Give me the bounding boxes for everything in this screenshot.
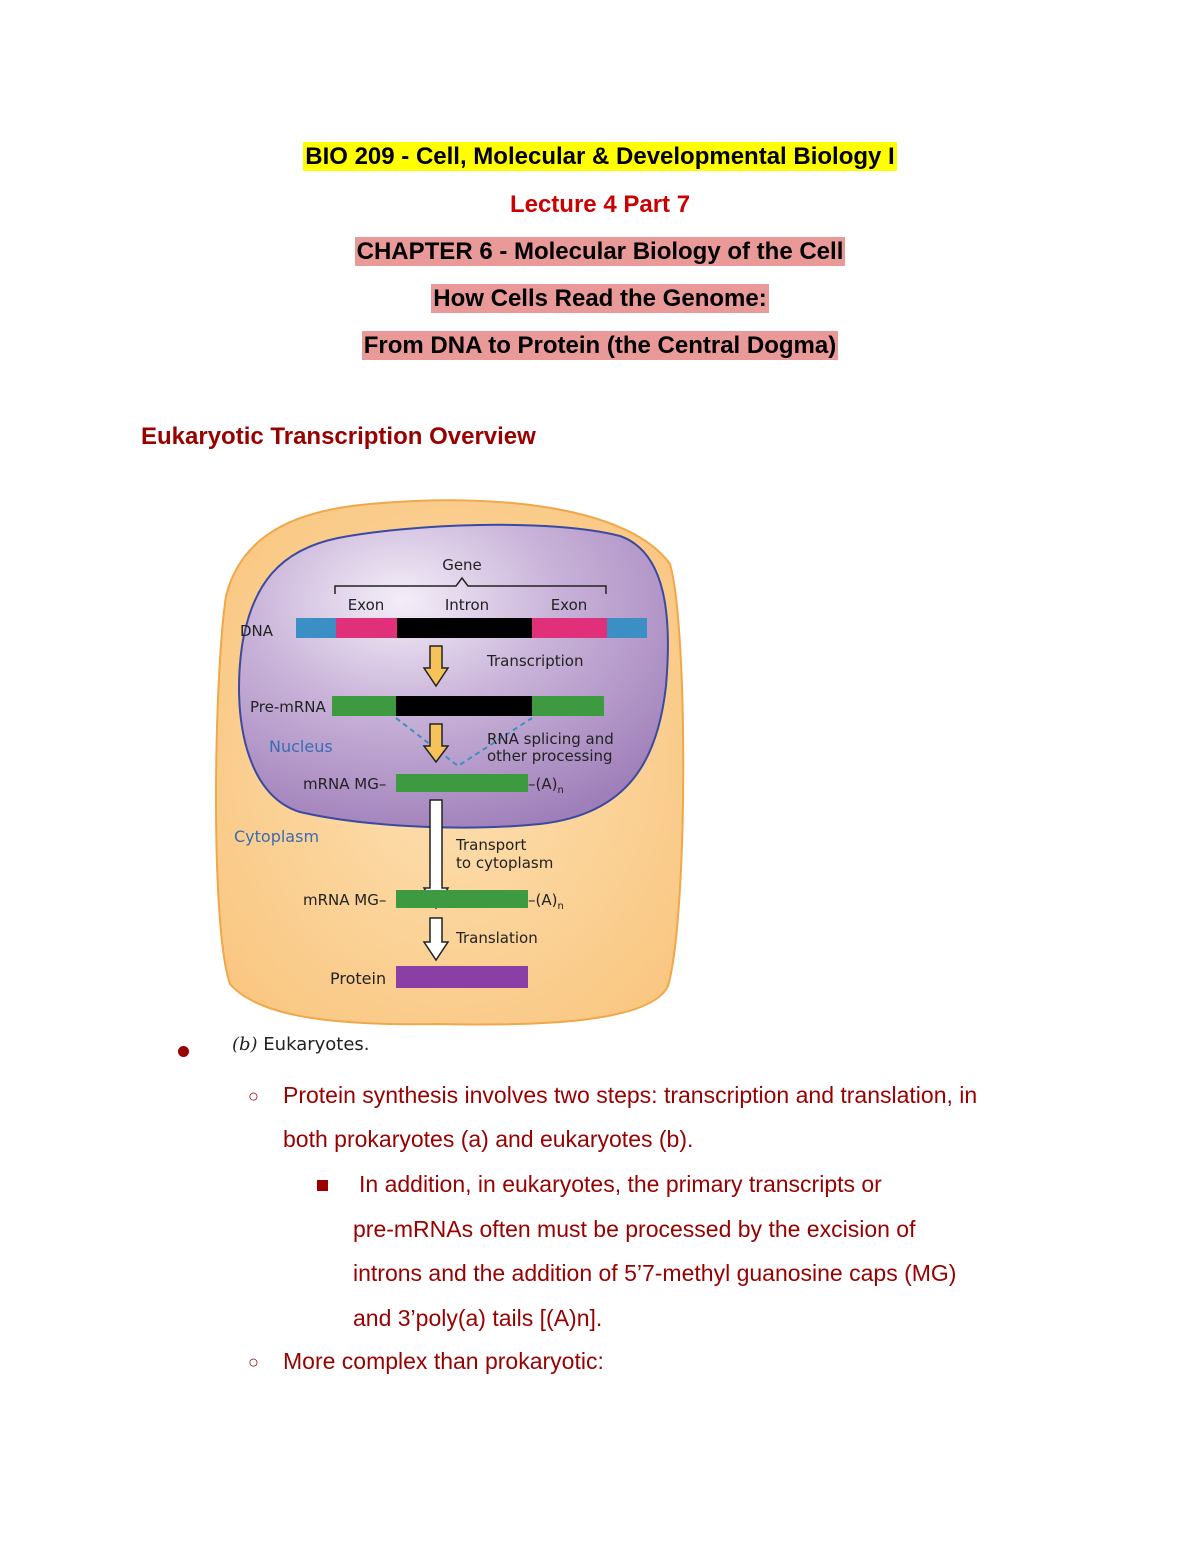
transport-label-2: to cytoplasm: [456, 854, 553, 872]
bullet-dot: [178, 1046, 189, 1057]
mrna-label-nucleus: mRNA MG–: [303, 775, 386, 793]
sub-bullet-item: In addition, in eukaryotes, the primary …: [353, 1171, 957, 1331]
bullet-item-1: Protein synthesis involves two steps: tr…: [283, 1082, 978, 1152]
transcription-label: Transcription: [486, 652, 583, 670]
mrna-bar-cytoplasm: [396, 890, 528, 908]
dna-exon-right: [532, 618, 607, 638]
translation-label: Translation: [455, 929, 538, 947]
cytoplasm-label: Cytoplasm: [234, 827, 319, 846]
intron-label: Intron: [445, 596, 489, 614]
dna-label: DNA: [240, 622, 274, 640]
bullet-marker-2: ○: [248, 1352, 259, 1372]
translation-arrow: [422, 917, 450, 962]
dna-flank-right: [607, 618, 647, 638]
mrna-bar-nucleus: [396, 774, 528, 792]
mrna-label-cytoplasm: mRNA MG–: [303, 891, 386, 909]
nucleus-label: Nucleus: [269, 737, 333, 756]
gene-bracket: [334, 576, 607, 594]
sub-bullet-marker: [317, 1180, 328, 1191]
protein-label: Protein: [330, 969, 386, 988]
subtitle-central-dogma: From DNA to Protein (the Central Dogma): [361, 331, 839, 360]
protein-bar: [396, 966, 528, 988]
transcription-arrow: [422, 645, 450, 688]
bullet-marker-1: ○: [248, 1086, 259, 1106]
pre-mrna-intron: [396, 696, 532, 716]
nucleus: [238, 523, 669, 829]
poly-a-cytoplasm: –(A)n: [528, 891, 564, 912]
chapter-title: CHAPTER 6 - Molecular Biology of the Cel…: [354, 237, 846, 266]
exon-left-label: Exon: [348, 596, 385, 614]
pre-mrna-exon-left: [332, 696, 396, 716]
dna-intron: [397, 618, 532, 638]
subtitle-genome: How Cells Read the Genome:: [431, 284, 769, 313]
exon-right-label: Exon: [551, 596, 588, 614]
section-title: Eukaryotic Transcription Overview: [141, 423, 536, 450]
gene-label: Gene: [442, 556, 482, 574]
dna-exon-left: [336, 618, 397, 638]
course-title: BIO 209 - Cell, Molecular & Developmenta…: [303, 142, 897, 171]
pre-mrna-label: Pre-mRNA: [250, 698, 327, 716]
splicing-label-2: other processing: [487, 747, 613, 765]
bullet-item-2: More complex than prokaryotic:: [283, 1348, 604, 1374]
dna-flank-left: [296, 618, 336, 638]
transcription-diagram: Gene Exon Intron Exon DNA Transcription …: [215, 499, 685, 1026]
pre-mrna-exon-right: [532, 696, 604, 716]
figure-caption: (b) Eukaryotes.: [232, 1034, 370, 1055]
transport-label-1: Transport: [455, 836, 527, 854]
lecture-title: Lecture 4 Part 7: [509, 191, 691, 218]
splicing-label-1: RNA splicing and: [487, 730, 614, 748]
poly-a-nucleus: –(A)n: [528, 775, 564, 796]
splice-lines: [395, 717, 533, 768]
splicing-arrow: [422, 723, 450, 764]
